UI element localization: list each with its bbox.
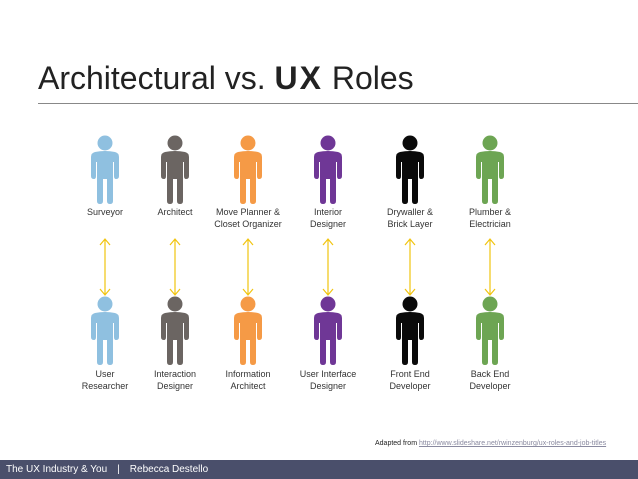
double-arrow-icon <box>241 237 255 297</box>
double-arrow-icon <box>168 237 182 297</box>
credit-prefix: Adapted from <box>375 440 419 447</box>
footer-author: Rebecca Destello <box>129 464 209 475</box>
architectural-role-label: Drywaller &Brick Layer <box>386 207 433 229</box>
person-icon <box>155 135 195 205</box>
person-icon <box>228 135 268 205</box>
title-suffix: Roles <box>322 60 414 96</box>
footer-separator: | <box>117 464 120 475</box>
credit-link[interactable]: http://www.slideshare.net/rwinzenburg/ux… <box>418 440 607 447</box>
person-icon <box>85 135 125 205</box>
architectural-role-label: Architect <box>157 207 193 217</box>
footer-bar: The UX Industry & You | Rebecca Destello <box>0 460 638 479</box>
person-icon <box>470 135 510 205</box>
slide-title: Architectural vs. UX Roles <box>38 60 414 97</box>
title-emphasis: UX <box>274 60 323 96</box>
architectural-role-label: Move Planner &Closet Organizer <box>214 207 282 229</box>
person-icon <box>155 296 195 366</box>
person-icon <box>470 296 510 366</box>
double-arrow-icon <box>98 237 112 297</box>
double-arrow-icon <box>483 237 497 297</box>
double-arrow-icon <box>403 237 417 297</box>
title-prefix: Architectural vs. <box>38 60 275 96</box>
footer-title: The UX Industry & You <box>6 464 108 475</box>
person-icon <box>85 296 125 366</box>
person-icon <box>390 296 430 366</box>
title-divider <box>38 103 638 104</box>
person-icon <box>228 296 268 366</box>
person-icon <box>390 135 430 205</box>
person-icon <box>308 135 348 205</box>
credit-line: Adapted from http://www.slideshare.net/r… <box>375 440 606 447</box>
double-arrow-icon <box>321 237 335 297</box>
architectural-role-label: Surveyor <box>86 207 123 217</box>
person-icon <box>308 296 348 366</box>
architectural-role-label: Plumber &Electrician <box>468 207 512 229</box>
